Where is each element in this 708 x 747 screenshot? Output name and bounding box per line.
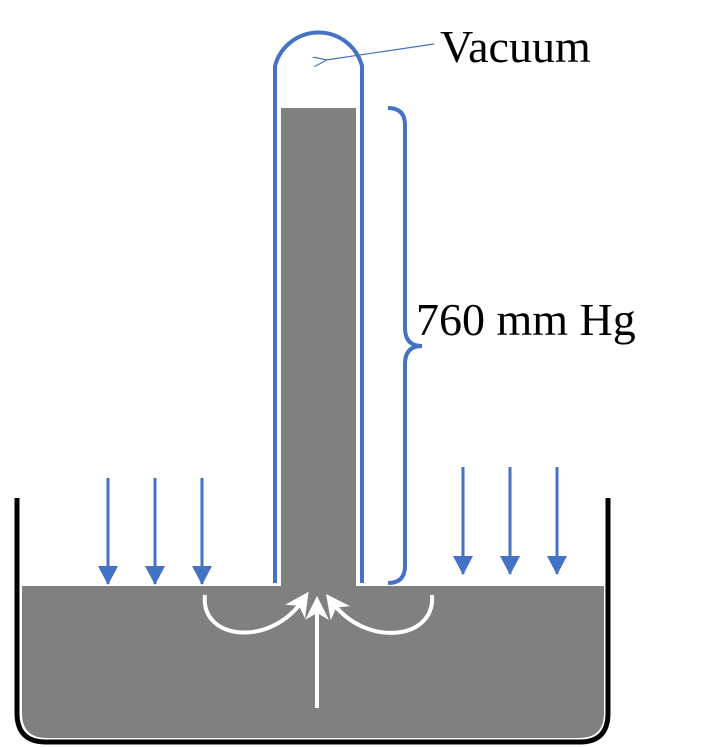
pressure-arrows-right	[453, 467, 567, 575]
vacuum-pointer	[326, 43, 435, 60]
column-height-label: 760 mm Hg	[416, 294, 636, 345]
arrow-down-icon	[547, 556, 567, 575]
arrow-down-icon	[98, 566, 118, 585]
mercury-column	[281, 108, 356, 590]
mercury-pool	[22, 586, 604, 738]
arrow-down-icon	[192, 566, 212, 585]
arrow-down-icon	[453, 556, 473, 575]
arrow-down-icon	[500, 556, 520, 575]
curly-brace-icon	[387, 106, 423, 585]
curved-arrow-icon	[202, 591, 309, 635]
vacuum-label: Vacuum	[440, 21, 591, 72]
arrow-down-icon	[145, 566, 165, 585]
flow-arrows	[202, 591, 435, 708]
pressure-arrows-left	[98, 478, 212, 585]
curved-arrow-icon	[326, 593, 435, 635]
dish	[14, 498, 611, 745]
glass-tube	[273, 30, 364, 583]
